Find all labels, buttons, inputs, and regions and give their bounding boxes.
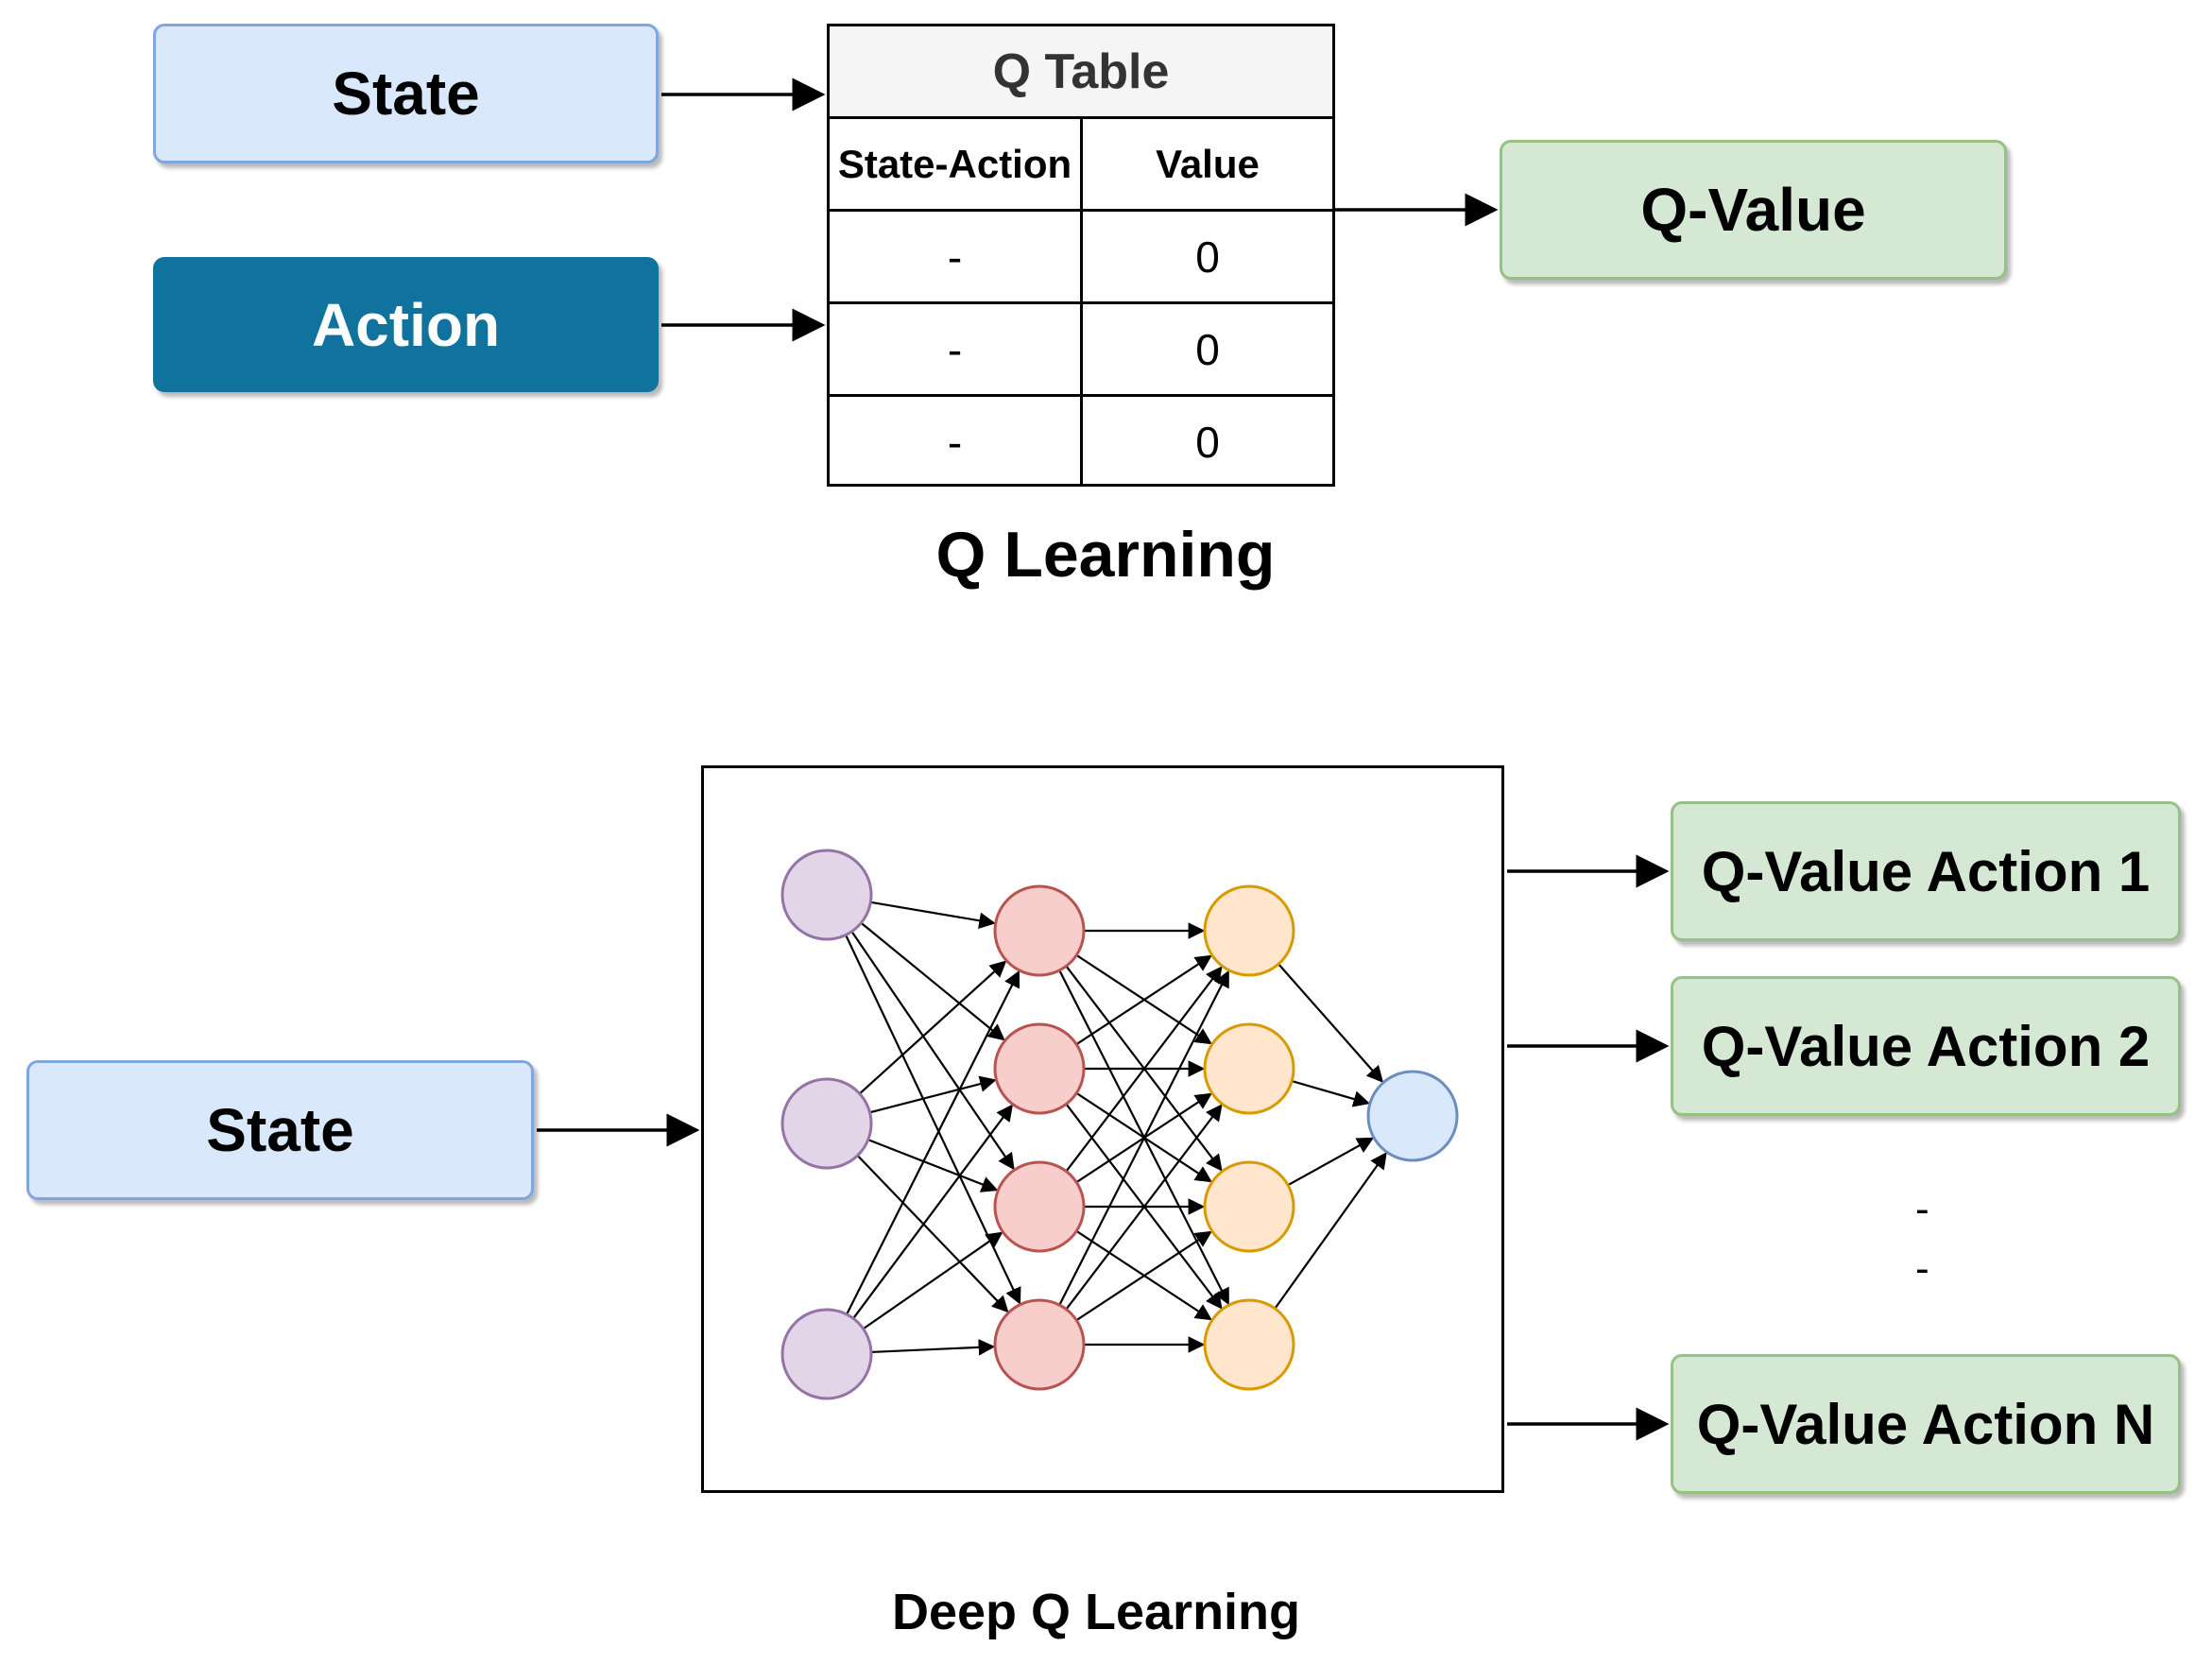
ellipsis-dash: - <box>1915 1186 1929 1232</box>
network-node-layer-1 <box>780 1077 873 1170</box>
q-table-cell-state-action: - <box>830 397 1083 487</box>
q-value-action-1-label: Q-Value Action 1 <box>1701 839 2151 903</box>
q-state-label: State <box>332 60 480 128</box>
q-action-label: Action <box>311 290 501 359</box>
network-edge <box>1075 954 1212 1046</box>
network-edge <box>860 921 1005 1041</box>
q-table-cell-value: 0 <box>1195 417 1220 467</box>
q-table-cell-value: 0 <box>1195 232 1220 282</box>
network-edge <box>862 1231 1003 1330</box>
network-edge <box>870 901 996 929</box>
network-node-layer-4 <box>1366 1070 1459 1162</box>
network-edge <box>846 969 1020 1315</box>
ellipsis-dash: - <box>1915 1245 1929 1292</box>
network-edge <box>867 1139 999 1192</box>
q-table-header-state-action: State-Action <box>830 119 1083 209</box>
table-row: - 0 <box>830 212 1332 304</box>
q-state-box: State <box>153 24 659 163</box>
network-node-layer-3 <box>1203 884 1295 977</box>
network-node-layer-2 <box>993 1298 1086 1391</box>
q-value-action-n-label: Q-Value Action N <box>1696 1392 2155 1456</box>
network-node-layer-1 <box>780 1308 873 1400</box>
network-edge <box>869 1075 997 1114</box>
q-value-action-1-box: Q-Value Action 1 <box>1671 801 2181 941</box>
network-edge <box>850 931 1015 1171</box>
q-value-action-2-box: Q-Value Action 2 <box>1671 976 2181 1116</box>
table-row: - 0 <box>830 304 1332 397</box>
network-node-layer-3 <box>1203 1160 1295 1253</box>
network-edge <box>1287 1137 1375 1187</box>
q-table-header-value: Value <box>1156 141 1260 186</box>
q-table-cell-state-action: - <box>830 212 1083 301</box>
q-value-action-2-label: Q-Value Action 2 <box>1701 1014 2151 1078</box>
q-value-label: Q-Value <box>1640 176 1866 244</box>
q-learning-caption: Q Learning <box>935 519 1276 591</box>
network-edges <box>845 901 1387 1356</box>
network-node-layer-2 <box>993 1160 1086 1253</box>
network-node-layer-1 <box>780 849 873 941</box>
network-node-layer-3 <box>1203 1298 1295 1391</box>
q-value-box: Q-Value <box>1500 140 2007 280</box>
network-edge <box>1065 1104 1223 1311</box>
network-edge <box>1274 1152 1387 1310</box>
network-edge <box>1277 963 1384 1083</box>
q-table-title: Q Table <box>830 26 1332 116</box>
network-edge <box>852 1104 1014 1319</box>
network-edge <box>1075 1230 1212 1322</box>
network-edge <box>1058 969 1229 1306</box>
network-nodes <box>780 849 1459 1400</box>
q-table-title-row: Q Table <box>830 26 1332 119</box>
deep-q-learning-caption: Deep Q Learning <box>891 1584 1301 1640</box>
q-table-cell-value: 0 <box>1195 324 1220 374</box>
q-table-header-row: State-Action Value <box>830 119 1332 212</box>
network-edge <box>870 1339 996 1356</box>
dq-state-label: State <box>206 1096 354 1164</box>
q-value-action-n-box: Q-Value Action N <box>1671 1354 2181 1494</box>
network-node-layer-2 <box>993 1022 1086 1115</box>
network-edge <box>1291 1079 1371 1107</box>
network-node-layer-3 <box>1203 1022 1295 1115</box>
network-edge <box>856 1155 1009 1313</box>
table-row: - 0 <box>830 397 1332 487</box>
q-table-cell-state-action: - <box>830 304 1083 394</box>
dq-state-box: State <box>26 1060 534 1200</box>
network-edge <box>859 960 1007 1095</box>
q-table: Q Table State-Action Value - 0 - 0 - 0 <box>827 24 1335 487</box>
network-edge <box>1065 966 1223 1173</box>
q-action-box: Action <box>153 257 659 392</box>
network-node-layer-2 <box>993 884 1086 977</box>
